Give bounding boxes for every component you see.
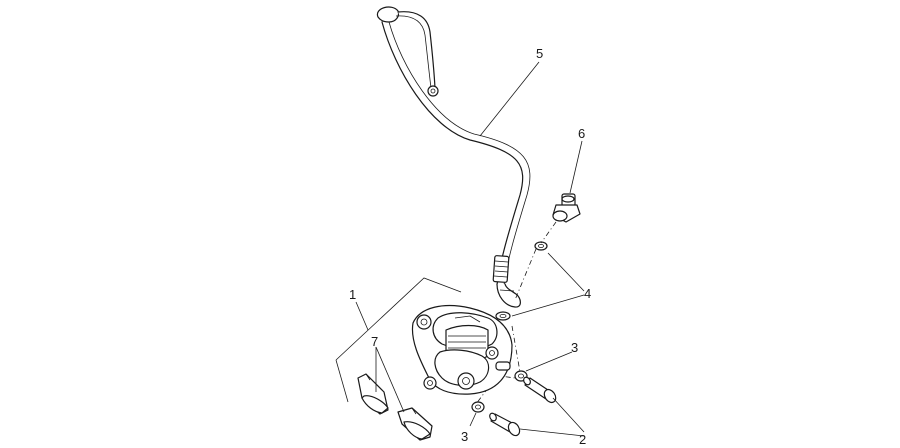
callout-3-upper: 3: [571, 340, 578, 355]
callout-5: 5: [536, 46, 543, 61]
mounting-screws: [489, 376, 557, 437]
callout-3-lower: 3: [461, 429, 468, 444]
callout-6: 6: [578, 126, 585, 141]
leader-lines: [335, 61, 585, 437]
callout-2: 2: [579, 432, 586, 447]
brake-hose: [376, 6, 531, 308]
washers: [471, 370, 528, 413]
bleed-valve: [552, 193, 581, 223]
callout-7: 7: [371, 334, 378, 349]
brake-pads: [357, 373, 433, 441]
brake-caliper: [411, 305, 513, 395]
copper-washers: [495, 241, 548, 321]
callout-labels: 5 6 4 1 7 3 3 2: [349, 46, 591, 447]
callout-1: 1: [349, 287, 356, 302]
callout-4: 4: [584, 286, 591, 301]
